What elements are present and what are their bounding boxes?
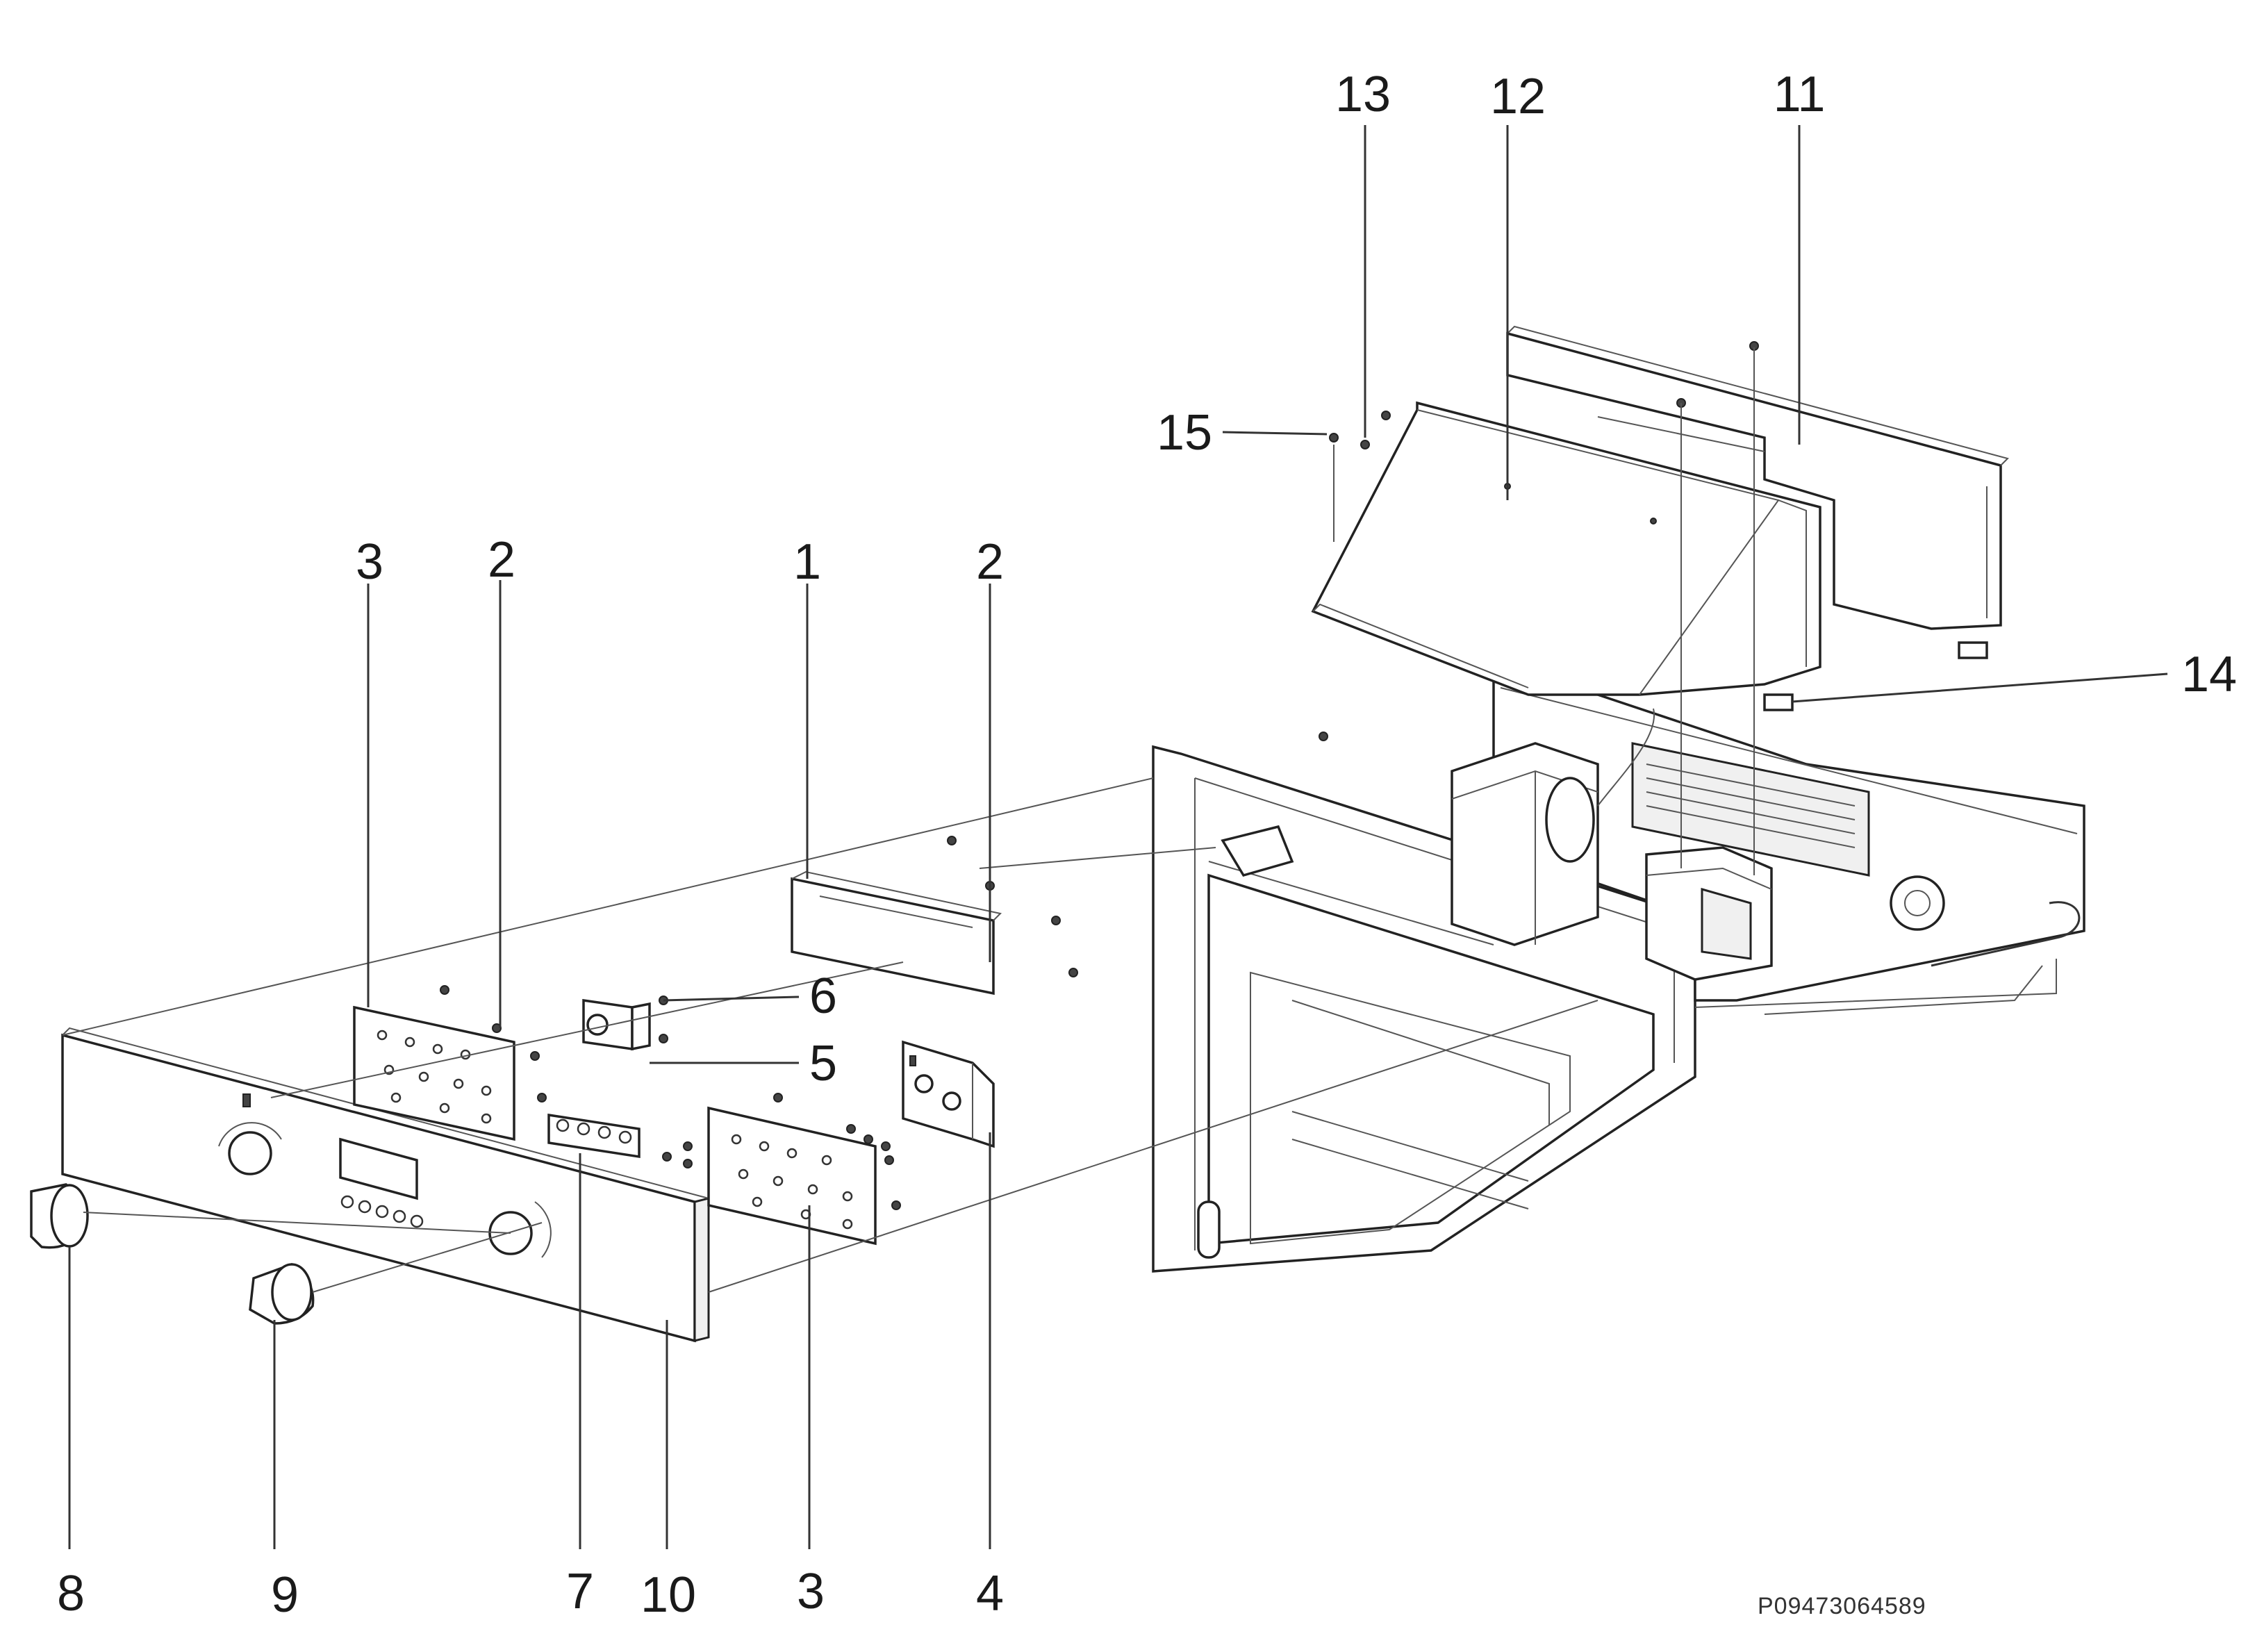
callout-14: 14	[2181, 647, 2237, 702]
callout-13: 13	[1335, 67, 1391, 122]
callout-11: 11	[1774, 67, 1826, 122]
callout-2-right: 2	[976, 534, 1004, 590]
callout-1: 1	[793, 534, 821, 590]
control-knob-left	[30, 1183, 89, 1249]
callout-4: 4	[976, 1566, 1004, 1621]
selector-switch	[582, 998, 651, 1051]
document-id: P09473064589	[1758, 1593, 1926, 1619]
push-button-block	[547, 1113, 641, 1159]
callout-leaders	[68, 125, 2168, 1549]
callout-7: 7	[566, 1564, 594, 1619]
control-panel-fascia	[61, 1027, 710, 1343]
callout-5: 5	[809, 1036, 837, 1091]
callout-3-bottom: 3	[797, 1564, 825, 1619]
callout-10: 10	[641, 1567, 696, 1623]
callout-9: 9	[271, 1567, 299, 1623]
oven-cavity	[1152, 658, 2085, 1273]
control-knob-right	[249, 1263, 315, 1325]
callout-15: 15	[1157, 405, 1212, 461]
circuit-board-right	[707, 1106, 877, 1246]
callout-6: 6	[809, 968, 837, 1024]
callout-labels: 1 2 2 3 3 4 5 6 7 8 9 10 11 12 13 14 15	[57, 67, 2237, 1623]
callout-2-left: 2	[488, 532, 515, 588]
thermostat-unit	[902, 1040, 995, 1148]
circuit-board-left	[353, 1005, 515, 1141]
callout-3-top: 3	[356, 534, 383, 590]
air-duct-cover	[1311, 401, 1821, 711]
screws	[440, 341, 1759, 1210]
assembly-guide-lines	[62, 347, 1755, 1293]
back-panel	[1506, 325, 2009, 659]
panel-bracket	[791, 870, 1002, 996]
callout-8: 8	[57, 1566, 85, 1621]
callout-12: 12	[1490, 69, 1546, 124]
